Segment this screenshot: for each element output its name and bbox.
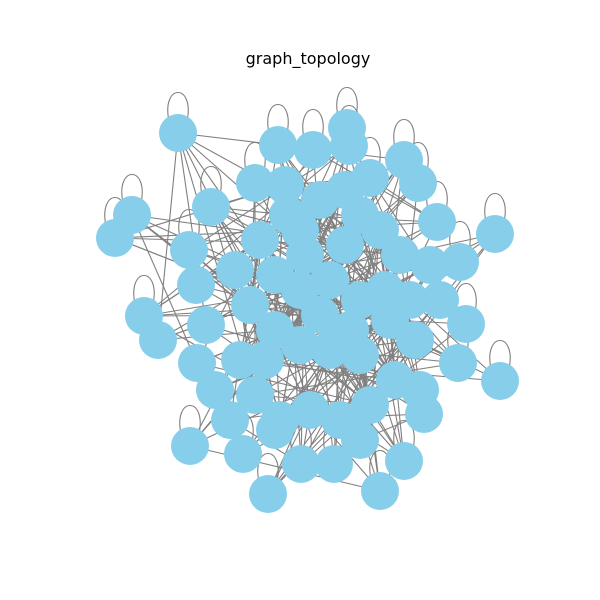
graph-node <box>330 127 368 165</box>
graph-node <box>236 376 274 414</box>
graph-node <box>439 344 477 382</box>
graph-self-loop <box>449 221 471 251</box>
graph-self-loop <box>336 87 358 117</box>
graph-node <box>331 311 369 349</box>
graph-node <box>341 196 379 234</box>
graph-node <box>311 261 349 299</box>
graph-node <box>396 321 434 359</box>
graph-node <box>291 391 329 429</box>
graph-self-loop <box>257 453 279 483</box>
graph-node <box>447 305 485 343</box>
graph-node <box>216 251 254 289</box>
graph-node <box>171 427 209 465</box>
graph-node <box>177 266 215 304</box>
graph-node <box>139 321 177 359</box>
graph-node <box>196 371 234 409</box>
graph-self-loop <box>302 109 324 139</box>
graph-node <box>259 126 297 164</box>
graph-self-loop <box>200 166 222 196</box>
graph-node <box>249 475 287 513</box>
graph-edge <box>131 214 198 364</box>
graph-edge <box>254 362 459 396</box>
node-layer <box>96 109 519 513</box>
graph-node <box>256 411 294 449</box>
graph-node <box>246 341 284 379</box>
graph-node <box>315 445 353 483</box>
graph-self-loop <box>489 340 511 370</box>
graph-node <box>294 131 332 169</box>
graph-node <box>211 401 249 439</box>
graph-node <box>361 472 399 510</box>
graph-node <box>399 164 437 202</box>
graph-self-loop <box>133 275 155 305</box>
graph-node <box>170 231 208 269</box>
graph-node <box>281 326 319 364</box>
graph-edge <box>409 299 501 382</box>
graph-node <box>476 215 514 253</box>
graph-node <box>192 188 230 226</box>
graph-node <box>281 211 319 249</box>
graph-node <box>391 281 429 319</box>
graph-self-loop <box>178 209 200 239</box>
graph-title: graph_topology <box>246 49 371 69</box>
graph-node <box>266 166 304 204</box>
graph-self-loop <box>393 119 415 149</box>
graph-node <box>241 221 279 259</box>
graph-node <box>282 445 320 483</box>
graph-node <box>326 226 364 264</box>
graph-node <box>418 203 456 241</box>
graph-edge <box>157 132 179 341</box>
graph-node <box>96 219 134 257</box>
graph-node <box>231 286 269 324</box>
graph-node <box>401 371 439 409</box>
graph-node <box>187 306 225 344</box>
graph-node <box>385 442 423 480</box>
graph-node <box>351 386 389 424</box>
graph-node <box>481 362 519 400</box>
graph-self-loop <box>244 142 266 172</box>
graph-node <box>411 246 449 284</box>
graph-node <box>224 435 262 473</box>
graph-node <box>341 421 379 459</box>
graph-node <box>421 281 459 319</box>
graph-self-loop <box>167 92 189 122</box>
graph-node <box>381 236 419 274</box>
graph-self-loop <box>121 174 143 204</box>
graph-node <box>159 114 197 152</box>
graph-node <box>256 256 294 294</box>
graph-node <box>178 344 216 382</box>
graph-self-loop <box>267 104 289 134</box>
graph-self-loop <box>393 420 415 450</box>
graph-self-loop <box>484 193 506 223</box>
graph-node <box>236 164 274 202</box>
graph-node <box>441 243 479 281</box>
graph-node <box>301 296 339 334</box>
graph-self-loop <box>179 405 201 435</box>
